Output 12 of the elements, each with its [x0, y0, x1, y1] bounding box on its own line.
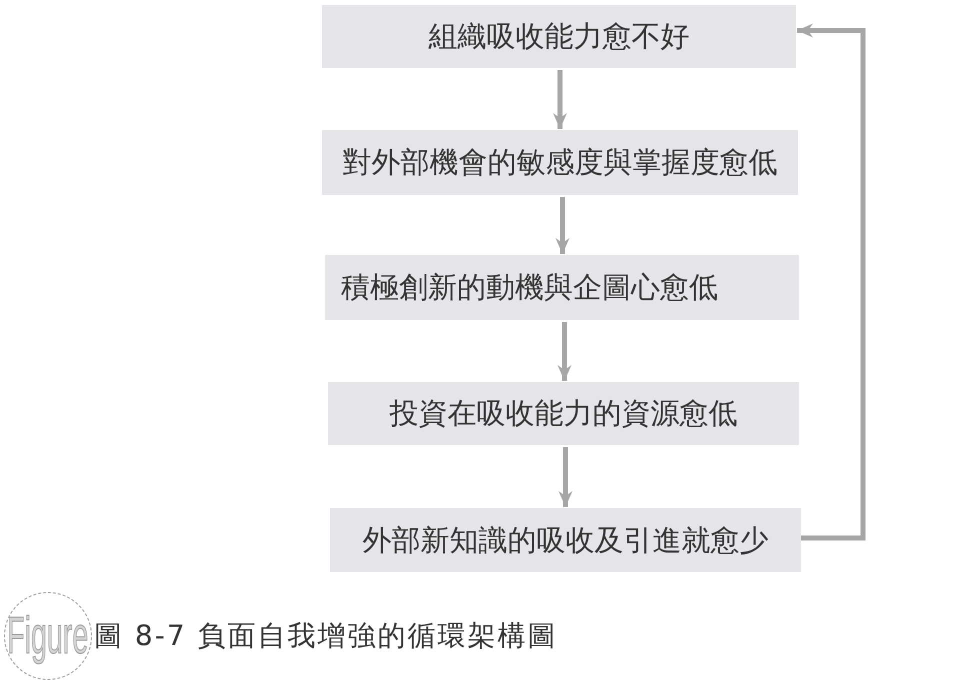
feedback-arrow — [797, 24, 866, 540]
process-box: 組織吸收能力愈不好 — [322, 5, 796, 68]
arrow — [558, 447, 572, 507]
arrow — [553, 70, 567, 129]
figure-badge: Figure — [4, 592, 92, 680]
process-box: 投資在吸收能力的資源愈低 — [328, 382, 799, 445]
process-box: 對外部機會的敏感度與掌握度愈低 — [322, 130, 798, 195]
process-box: 外部新知識的吸收及引進就愈少 — [330, 508, 801, 572]
arrow — [556, 197, 570, 254]
arrow — [558, 322, 572, 381]
figure-caption: 圖 8-7 負面自我增強的循環架構圖 — [94, 618, 558, 654]
process-box: 積極創新的動機與企圖心愈低 — [325, 255, 799, 320]
